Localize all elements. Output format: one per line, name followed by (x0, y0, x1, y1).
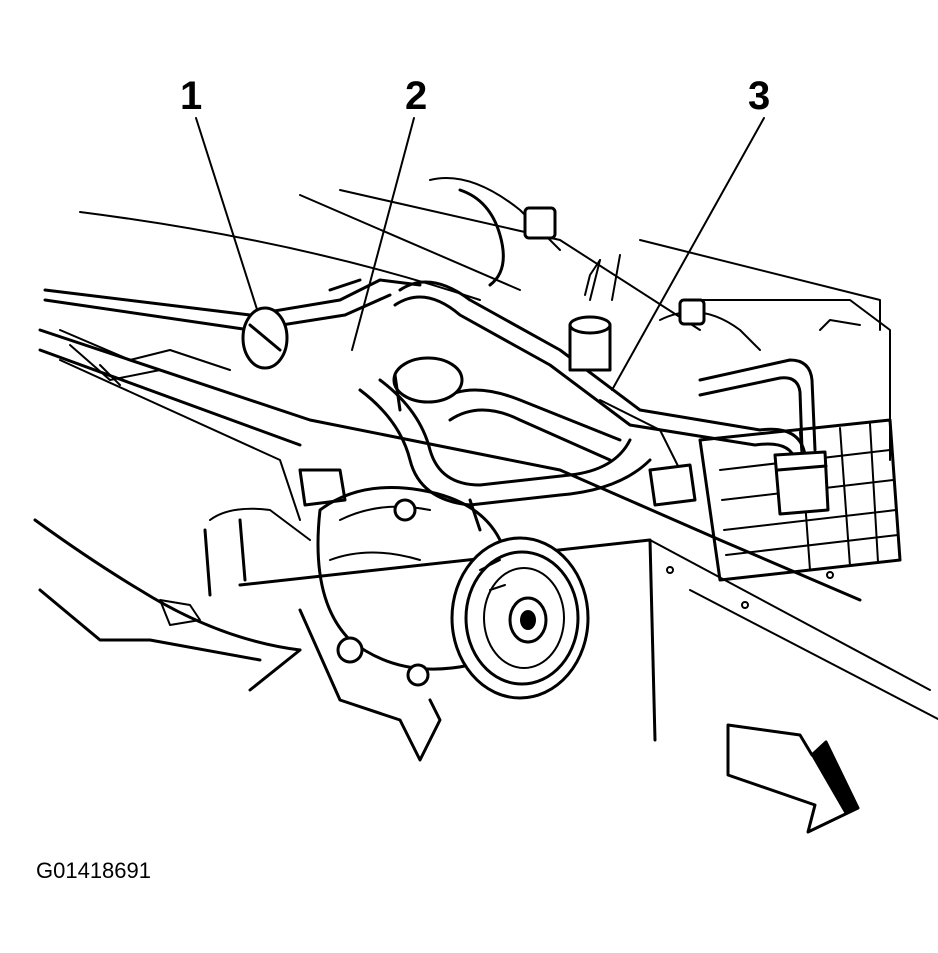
leader-lines (195, 117, 765, 391)
accumulator (568, 259, 612, 372)
ac-compressor (316, 486, 590, 700)
callout-1: 1 (180, 74, 203, 118)
callout-2: 2 (405, 74, 428, 118)
leader-line-2 (351, 117, 415, 351)
engine-background (79, 177, 891, 461)
frame-rail (33, 328, 938, 762)
leader-line-3 (611, 117, 765, 391)
callout-3: 3 (748, 74, 771, 118)
leader-line-1 (195, 117, 263, 326)
compressor-hoses (358, 356, 697, 532)
figure-id: G01418691 (36, 858, 151, 883)
misc-fasteners (159, 566, 834, 626)
refrigerant-lines (43, 278, 830, 516)
arrow-forward-icon (726, 723, 860, 834)
